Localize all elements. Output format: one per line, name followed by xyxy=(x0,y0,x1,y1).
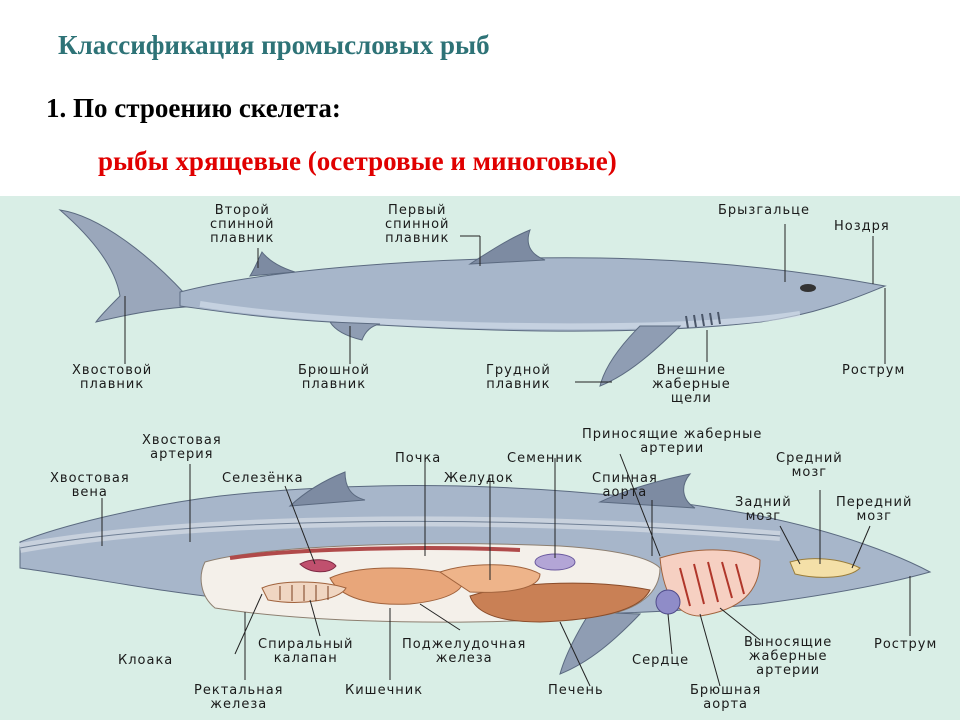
slide-title: Классификация промысловых рыб xyxy=(58,30,490,60)
label-gill-slits: Внешние жаберные щели xyxy=(652,363,731,406)
label-second-dorsal-fin: Второй спинной плавник xyxy=(210,203,275,246)
label-forebrain: Передний мозг xyxy=(836,495,913,524)
label-ventral-aorta: Брюшная аорта xyxy=(690,683,762,712)
label-intestine: Кишечник xyxy=(345,683,424,698)
label-first-dorsal-fin: Первый спинной плавник xyxy=(385,203,450,246)
label-nostril: Ноздря xyxy=(834,219,890,234)
label-caudal-artery: Хвостовая артерия xyxy=(142,433,222,462)
label-caudal-fin: Хвостовой плавник xyxy=(72,363,153,392)
label-dorsal-aorta: Спинная аорта xyxy=(592,471,658,500)
label-kidney: Почка xyxy=(395,451,442,466)
label-testis: Семенник xyxy=(507,451,584,466)
label-pelvic-fin: Брюшной плавник xyxy=(298,363,370,392)
label-caudal-vein: Хвостовая вена xyxy=(50,471,130,500)
label-hindbrain: Задний мозг xyxy=(735,495,792,524)
shark-illustration xyxy=(19,209,932,687)
label-cloaca: Клоака xyxy=(118,653,174,668)
label-efferent-arteries: Выносящие жаберные артерии xyxy=(744,635,833,678)
label-rectal-gland: Ректальная железа xyxy=(194,683,284,712)
label-stomach: Желудок xyxy=(444,471,514,486)
internal-shark xyxy=(19,453,932,687)
label-spiral-valve: Спиральный калапан xyxy=(258,637,354,666)
shark-anatomy-figure: Второй спинной плавник Первый спинной пл… xyxy=(0,196,960,720)
label-rostrum-external: Рострум xyxy=(842,363,906,378)
external-shark xyxy=(58,209,887,387)
slide-subheading: рыбы хрящевые (осетровые и миноговые) xyxy=(98,146,617,176)
label-spiracle: Брызгальце xyxy=(718,203,810,218)
label-afferent-arteries: Приносящие жаберные артерии xyxy=(582,427,763,456)
label-pectoral-fin: Грудной плавник xyxy=(486,363,551,392)
label-midbrain: Средний мозг xyxy=(776,451,843,480)
label-heart: Сердце xyxy=(632,653,690,668)
label-rostrum-internal: Рострум xyxy=(874,637,938,652)
label-pancreas: Поджелудочная железа xyxy=(402,637,527,666)
label-liver: Печень xyxy=(548,683,604,698)
slide-heading: 1. По строению скелета: xyxy=(46,93,341,123)
label-spleen: Селезёнка xyxy=(222,471,304,486)
